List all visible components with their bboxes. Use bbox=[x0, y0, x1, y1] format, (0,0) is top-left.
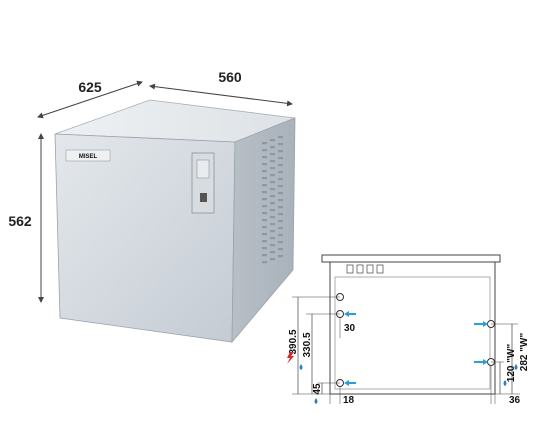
vent-slot bbox=[270, 160, 275, 163]
vent-slot bbox=[262, 163, 267, 166]
vent-slot bbox=[270, 223, 275, 226]
dimension-width-label: 560 bbox=[218, 69, 242, 85]
vent-slot bbox=[262, 142, 267, 145]
vent-slot bbox=[270, 188, 275, 191]
vent-slot bbox=[262, 170, 267, 173]
vent-slot bbox=[278, 213, 283, 216]
vent-slot bbox=[278, 227, 283, 230]
vent-slot bbox=[262, 219, 267, 222]
brand-logo-text: MISEL bbox=[79, 154, 98, 160]
water-flow-arrows bbox=[344, 311, 488, 386]
brand-badge bbox=[65, 149, 111, 162]
vent-slot bbox=[278, 136, 283, 139]
vent-slot bbox=[262, 198, 267, 201]
vent-slot bbox=[262, 177, 267, 180]
dimension-height: 562 bbox=[8, 133, 44, 303]
vent-slot bbox=[270, 195, 275, 198]
vent-slot bbox=[262, 226, 267, 229]
dimension-height-label: 562 bbox=[8, 213, 32, 229]
vent-slot bbox=[270, 209, 275, 212]
vent-slot bbox=[270, 139, 275, 142]
vent-slot bbox=[278, 234, 283, 237]
rear-connection-schematic: 390.5 330.5 45 120 "W" 282 "W" 30 18 36 bbox=[287, 254, 530, 406]
dim-282-w-label: 282 "W" bbox=[519, 333, 530, 372]
electric-spark-icon bbox=[287, 352, 294, 364]
vent-slot bbox=[270, 174, 275, 177]
vent-slot bbox=[278, 185, 283, 188]
vent-slot bbox=[278, 164, 283, 167]
vent-slot bbox=[278, 192, 283, 195]
vent-slot bbox=[262, 240, 267, 243]
machine-side-panel bbox=[231, 117, 296, 344]
dim-18-label: 18 bbox=[343, 395, 355, 406]
vent-slot bbox=[262, 212, 267, 215]
vent-slot bbox=[278, 143, 283, 146]
dim-30-label: 30 bbox=[344, 323, 356, 334]
vent-slot bbox=[270, 258, 275, 261]
schematic-top-cap bbox=[321, 254, 501, 263]
vent-slot bbox=[262, 156, 267, 159]
dim-45-label: 45 bbox=[312, 383, 323, 395]
vent-slot bbox=[278, 157, 283, 160]
dimension-depth: 625 bbox=[37, 79, 143, 119]
vent-slot bbox=[270, 146, 275, 149]
vent-slot bbox=[270, 153, 275, 156]
vent-slot bbox=[262, 149, 267, 152]
dimension-width: 560 bbox=[149, 69, 293, 107]
vent-slot bbox=[270, 251, 275, 254]
vent-slot bbox=[262, 261, 267, 264]
control-display bbox=[196, 159, 210, 179]
vent-slot bbox=[270, 244, 275, 247]
vent-slot bbox=[278, 150, 283, 153]
vent-slot bbox=[278, 199, 283, 202]
vent-slot bbox=[262, 233, 267, 236]
vent-slot bbox=[270, 167, 275, 170]
schematic-inner-frame bbox=[334, 276, 491, 390]
vent-slot bbox=[270, 216, 275, 219]
vent-slot bbox=[262, 191, 267, 194]
vent-slot bbox=[262, 205, 267, 208]
dimension-depth-label: 625 bbox=[78, 79, 102, 95]
water-drop-icon bbox=[299, 364, 518, 404]
vent-slot bbox=[278, 171, 283, 174]
vent-slot bbox=[278, 220, 283, 223]
control-switch bbox=[200, 193, 207, 202]
vent-slot bbox=[278, 241, 283, 244]
vent-slot bbox=[270, 202, 275, 205]
dim-120-w-label: 120 "W" bbox=[506, 344, 517, 383]
dim-390-5-label: 390.5 bbox=[288, 329, 299, 354]
schematic-vent-slots bbox=[346, 264, 384, 274]
vent-slot bbox=[270, 181, 275, 184]
side-vent-grille bbox=[262, 136, 283, 264]
schematic-body bbox=[329, 261, 496, 395]
vent-slot bbox=[278, 248, 283, 251]
vent-slot bbox=[270, 237, 275, 240]
vent-slot bbox=[278, 255, 283, 258]
dim-330-5-label: 330.5 bbox=[302, 332, 313, 357]
vent-slot bbox=[278, 178, 283, 181]
vent-slot bbox=[262, 184, 267, 187]
vent-slot bbox=[262, 247, 267, 250]
vent-slot bbox=[278, 206, 283, 209]
dim-36-label: 36 bbox=[509, 395, 521, 406]
vent-slot bbox=[262, 254, 267, 257]
vent-slot bbox=[270, 230, 275, 233]
ice-machine-illustration: MISEL bbox=[54, 99, 296, 344]
